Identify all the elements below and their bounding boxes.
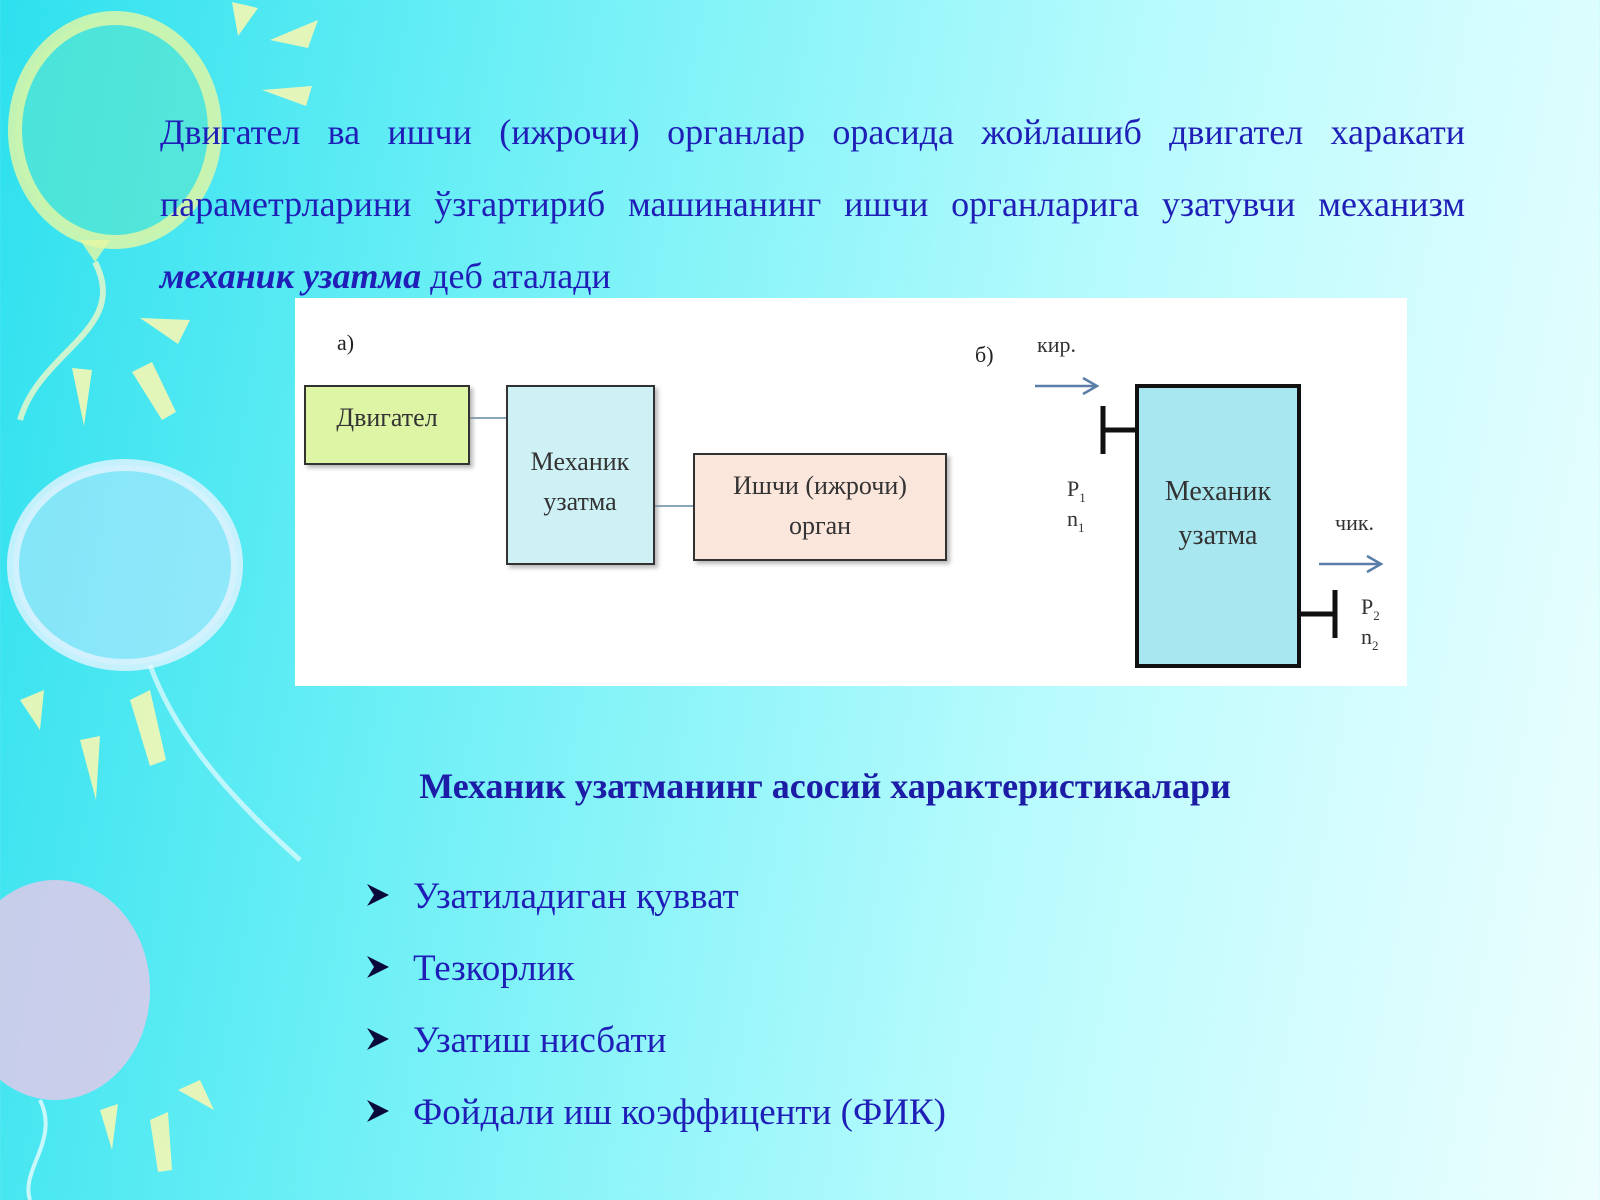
engine-label: Двигател (336, 403, 437, 432)
characteristics-heading: Механик узатманинг асосий характеристика… (419, 766, 1231, 806)
output-shaft (1299, 590, 1338, 638)
input-shaft (1100, 406, 1137, 454)
engine-box (304, 385, 470, 465)
diagram-label-b: б) (975, 342, 994, 367)
output-speed-label: n2 (1361, 624, 1379, 653)
arrowhead-bullet-icon (365, 1091, 413, 1134)
list-item-text: Фойдали иш коэффиценти (ФИК) (413, 1091, 946, 1133)
list-item-text: Узатиладиган қувват (413, 875, 739, 917)
mech-label-line1-b: Механик (1165, 476, 1272, 507)
characteristics-list: Узатиладиган қувват Тезкорлик Узатиш нис… (365, 860, 946, 1148)
intro-text-after: деб аталади (421, 256, 611, 296)
diagram-label-a: а) (337, 330, 354, 355)
worker-label-line2: орган (789, 511, 851, 540)
list-item: Узатиладиган қувват (365, 860, 946, 932)
balloon-decoration-blue (7, 459, 302, 862)
mechanical-transmission-box-b (1135, 384, 1301, 668)
working-organ-box (693, 453, 947, 561)
balloon-decoration-pink (0, 880, 150, 1200)
intro-text-before: Двигател ва ишчи (ижрочи) органлар ораси… (160, 112, 1465, 224)
balloon-decoration-green (8, 11, 222, 421)
arrowhead-bullet-icon (365, 1019, 413, 1062)
arrowhead-bullet-icon (365, 947, 413, 990)
mech-label-line2-a: узатма (543, 487, 617, 516)
output-power-label: P2 (1361, 594, 1380, 623)
output-label: чик. (1335, 510, 1374, 535)
intro-emphasis: механик узатма (160, 256, 422, 296)
list-item: Тезкорлик (365, 932, 946, 1004)
mech-label-line1-a: Механик (531, 447, 630, 476)
list-item-text: Тезкорлик (413, 947, 575, 989)
transmission-diagram: а) Двигател Механик узатма Ишчи (ижрочи)… (295, 298, 1407, 686)
mechanical-transmission-box-a (506, 385, 655, 565)
arrowhead-bullet-icon (365, 875, 413, 918)
list-item: Фойдали иш коэффиценти (ФИК) (365, 1076, 946, 1148)
mech-label-line2-b: узатма (1179, 520, 1259, 551)
worker-label-line1: Ишчи (ижрочи) (733, 471, 907, 500)
list-item-text: Узатиш нисбати (413, 1019, 667, 1061)
input-arrow (1035, 376, 1100, 396)
intro-paragraph: Двигател ва ишчи (ижрочи) органлар ораси… (160, 96, 1465, 312)
input-speed-label: n1 (1067, 506, 1085, 535)
input-label: кир. (1037, 332, 1076, 357)
list-item: Узатиш нисбати (365, 1004, 946, 1076)
sun-rays-decoration (20, 2, 318, 1172)
output-arrow (1319, 554, 1384, 574)
input-power-label: P1 (1067, 476, 1086, 505)
